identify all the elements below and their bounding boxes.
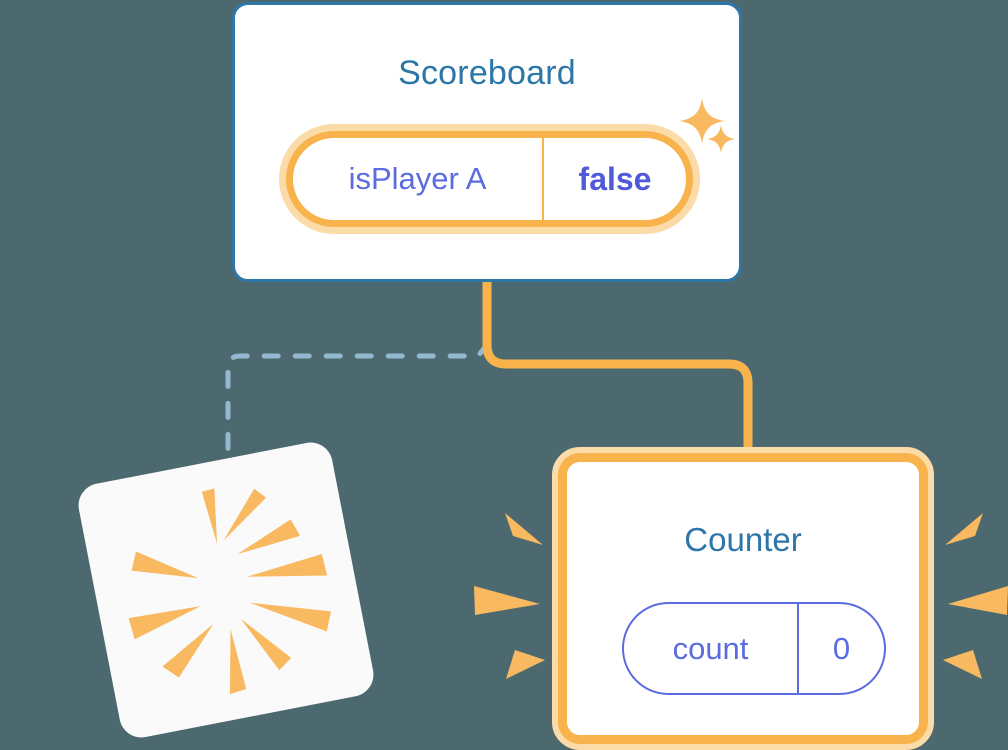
sparkle-small-icon <box>706 124 736 154</box>
sparkle-large-icon <box>678 97 726 145</box>
blank-card[interactable] <box>74 438 378 742</box>
scoreboard-state-pill-glow <box>279 124 700 234</box>
burst-rays-icon <box>128 488 332 695</box>
counter-state-key: count <box>624 604 799 693</box>
connector-scoreboard-to-blank-card <box>225 339 490 483</box>
scoreboard-state-value: false <box>578 160 652 197</box>
counter-state-pill[interactable]: count 0 <box>622 602 886 695</box>
scoreboard-state-key: isPlayer A <box>293 138 544 220</box>
scoreboard-state-pill[interactable]: isPlayer A false <box>279 124 700 234</box>
counter-card[interactable]: Counter count 0 <box>552 447 934 750</box>
counter-state-value: 0 <box>832 630 851 666</box>
connector-scoreboard-to-counter <box>482 280 753 462</box>
counter-card-glow <box>552 447 934 750</box>
counter-title: Counter <box>684 521 802 558</box>
scoreboard-title: Scoreboard <box>398 54 576 92</box>
scoreboard-card[interactable]: Scoreboard isPlayer A false <box>232 2 742 282</box>
